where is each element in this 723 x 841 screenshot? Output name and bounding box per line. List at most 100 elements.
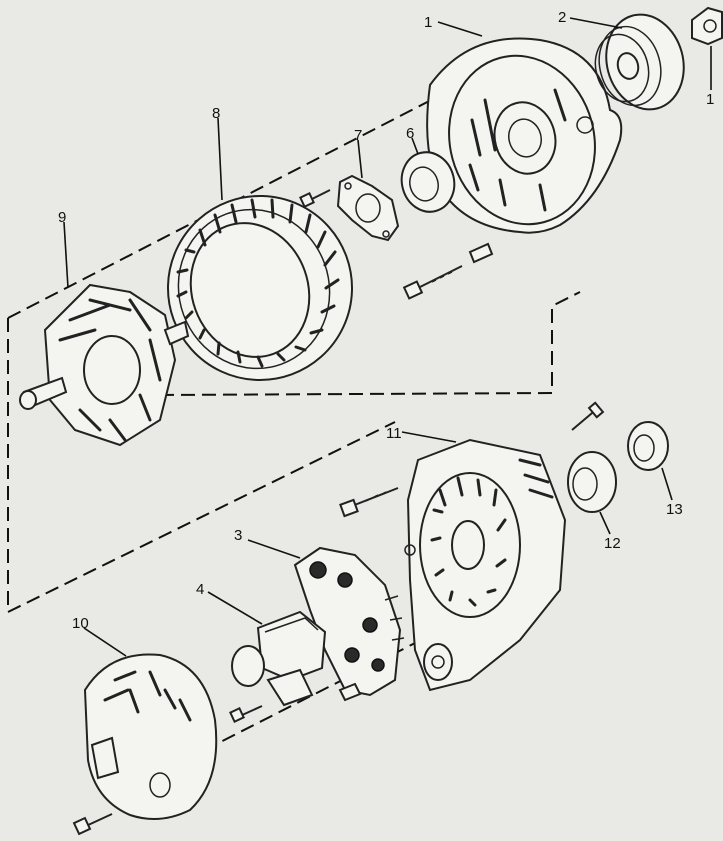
lower-bolt-head [339,498,359,518]
pulley-nut [691,6,723,46]
rear-housing-mount-lug [423,643,453,681]
retainer-plate-screw-hole-1 [344,182,352,190]
stator [167,195,353,381]
callout-2: 2 [558,9,566,26]
rectifier-diode-5 [371,658,385,672]
leader-12 [599,511,611,535]
leader-8 [217,117,223,201]
regulator-top-edge [264,617,319,633]
regulator-screw-head [229,707,245,723]
rear-housing [404,438,567,692]
rear-cover-hole [149,772,171,798]
rectifier-diode-3 [362,617,378,633]
regulator-screw-shank [239,705,263,717]
through-bolt-lower [339,487,399,518]
retainer-screw [299,189,331,208]
rear-cover-vents [103,670,192,722]
terminal-pin [571,401,605,431]
callout-6: 6 [406,125,414,142]
leader-lines [63,17,712,657]
lower-bolt-thread [365,491,387,502]
rotor-fan-hub [83,335,141,405]
cover-screw [72,813,113,836]
callout-1a: 1 [424,14,432,31]
rectifier-output-stud [338,682,362,702]
drive-housing-vents [468,88,567,212]
callout-3: 3 [234,527,242,544]
rear-cover-tab [90,736,120,780]
cover-screw-shank [85,813,113,827]
leader-4 [207,591,263,625]
callout-10: 10 [72,615,89,632]
leader-2 [569,17,623,29]
callout-4: 4 [196,581,204,598]
rear-cover [83,653,218,820]
drive-housing-bore [493,101,557,175]
callout-7: 7 [354,127,362,144]
rear-bearing-inner [572,467,598,501]
pulley [594,13,685,111]
rear-housing-bolt-hole [404,544,416,556]
nut-body [691,6,723,46]
bolt-clip [468,242,494,264]
retainer-plate-hole [355,193,381,223]
leader-11 [401,431,457,443]
rotor-shaft-rear [163,320,190,346]
through-bolt-shank [417,265,463,289]
dash-line-lower [7,421,396,613]
rectifier [293,546,405,702]
callout-1c: 1 [706,91,714,108]
leader-3 [247,539,301,559]
retainer-screw-head [299,192,315,208]
terminal-pin-tip [587,401,605,419]
cover-screw-head [72,816,92,836]
rear-housing-fins [518,458,554,499]
regulator-screw [229,705,263,723]
stator-inner [189,222,311,358]
rear-bearing-outer [567,451,617,513]
stator-windings [176,198,340,368]
pulley-hub [616,52,640,80]
front-bearing-inner [409,166,439,202]
leader-10 [83,627,127,657]
rear-housing-vents [430,476,507,607]
rear-housing-bore [451,520,485,570]
regulator-base [266,668,314,707]
end-bearing-inner [633,434,655,462]
callout-11: 11 [386,425,402,442]
leader-6 [411,137,419,155]
front-bearing [400,151,456,213]
callout-labels: 1 2 1 8 7 6 9 11 12 13 3 4 10 [58,9,714,632]
rotor-claw-poles [58,298,162,442]
drive-housing-mount-hole [576,116,594,134]
rear-cover-shell [83,653,218,820]
drive-end-housing [426,37,623,234]
regulator-brush-holder [231,645,265,687]
leader-9 [63,221,69,289]
leader-13 [661,467,673,501]
rectifier-diode-4 [344,647,360,663]
drive-housing-inner-bore [508,118,542,158]
callout-8: 8 [212,105,220,122]
callout-13: 13 [666,501,683,518]
rectifier-terminals [384,595,405,641]
retainer-plate-body [336,174,400,242]
pulley-groove-2 [594,33,650,103]
rear-housing-mount-hole [431,655,445,669]
callout-12: 12 [604,535,621,552]
rotor-shaft-end [19,390,37,410]
leader-7 [357,139,363,179]
retainer-screw-shank [309,189,331,201]
rear-bearing [567,451,617,513]
retainer-plate-screw-hole-2 [382,230,390,238]
rotor [19,283,190,447]
end-bearing [627,421,669,471]
pulley-body [605,13,685,111]
rectifier-diode-1 [309,561,327,579]
leader-1a [437,21,483,37]
rectifier-diode-2 [337,572,353,588]
dash-line-middle [159,291,581,396]
callout-9: 9 [58,209,66,226]
